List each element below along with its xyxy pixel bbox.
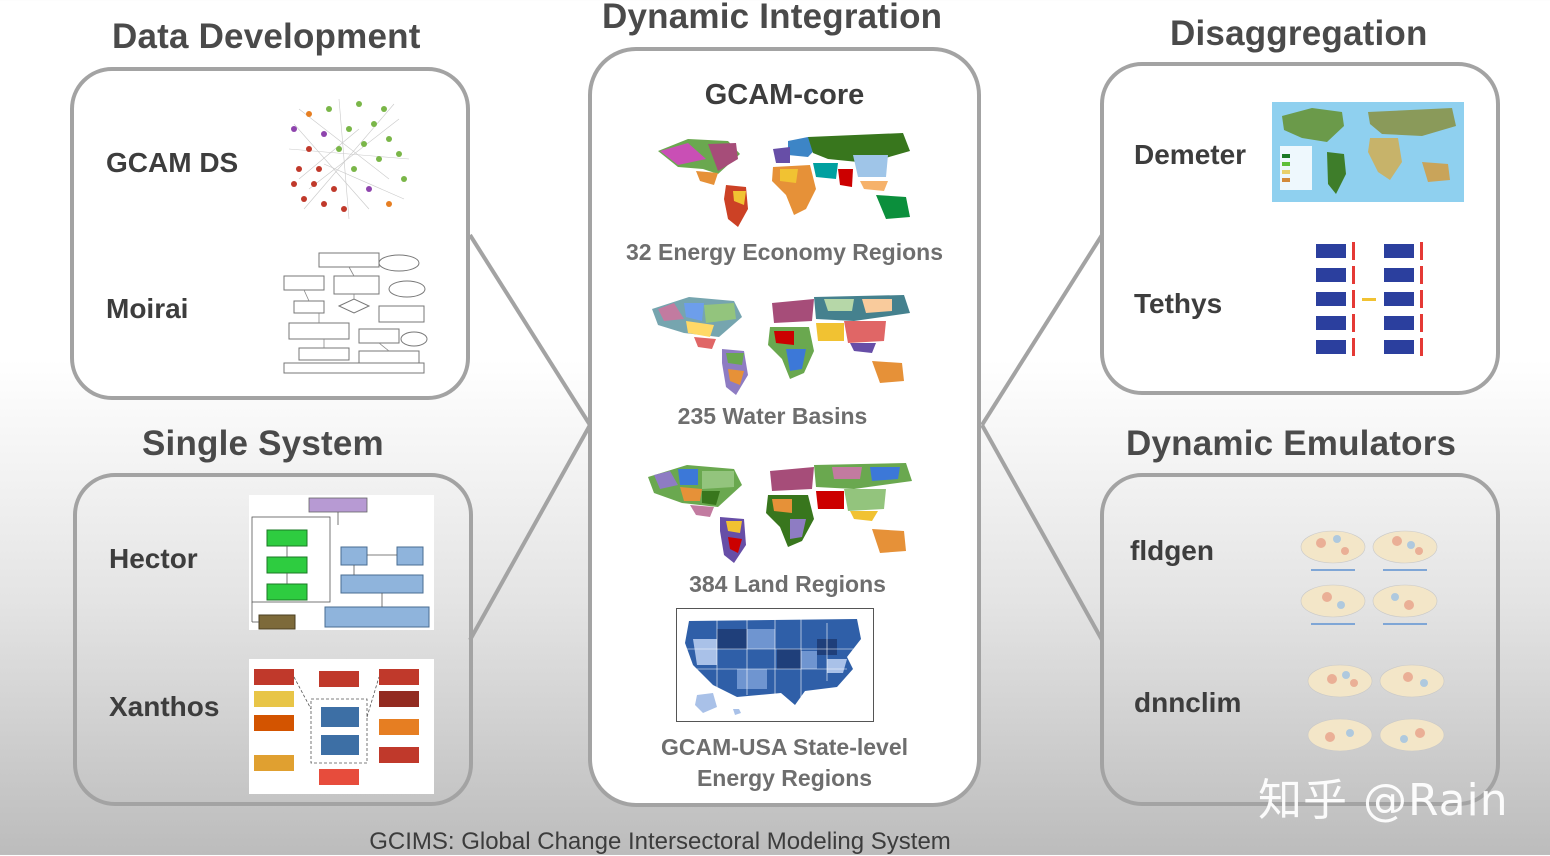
dynamic-emulators-title: Dynamic Emulators [1126,424,1457,463]
dynamic-integration-panel: GCAM-core 32 Energy Economy Regions [588,47,981,807]
gcam-core-title: GCAM-core [704,79,865,111]
map-caption-usa-line2: Energy Regions [696,765,873,791]
single-system-panel: Hector Xanthos [73,473,473,806]
model-label-fldgen: fldgen [1130,535,1214,566]
dynamic-integration-title: Dynamic Integration [602,0,943,36]
footer-caption: GCIMS: Global Change Intersectoral Model… [369,828,951,855]
disaggregation-panel: Demeter Tethys [1100,62,1500,395]
model-label-moirai: Moirai [106,293,189,324]
model-label-tethys: Tethys [1134,288,1223,319]
gcam-ds-network-graph [288,98,410,220]
moirai-flowchart [283,252,428,374]
usa-state-map-frame [676,608,874,722]
map-caption-water-basins: 235 Water Basins [677,403,868,429]
map-caption-energy-regions: 32 Energy Economy Regions [626,239,943,265]
watermark: 知乎 @Rain [1258,775,1509,826]
map-caption-usa-line1: GCAM-USA State-level [660,734,909,760]
model-label-hector: Hector [109,543,198,574]
map-caption-land-regions: 384 Land Regions [689,571,886,597]
tethys-water-demand-maps [1304,234,1434,370]
water-basins-world-map [652,295,910,395]
energy-regions-world-map [658,133,910,227]
dynamic-emulators-panel: fldgen dnnclim [1100,473,1500,806]
single-system-title: Single System [142,424,384,463]
demeter-land-cover-map [1272,102,1464,202]
model-label-gcam-ds: GCAM DS [106,147,239,178]
disaggregation-title: Disaggregation [1170,14,1428,53]
hector-carbon-cycle-diagram [249,495,434,630]
fldgen-temperature-maps [1300,530,1438,625]
model-label-demeter: Demeter [1134,139,1247,170]
usa-state-map [685,619,861,715]
data-development-panel: GCAM DS Moirai [70,67,470,400]
model-label-dnnclim: dnnclim [1134,687,1242,718]
xanthos-hydrology-diagram [249,659,434,794]
dnnclim-temperature-maps [1307,664,1445,752]
model-label-xanthos: Xanthos [109,691,220,722]
land-regions-world-map [648,463,912,563]
data-development-title: Data Development [112,17,421,56]
